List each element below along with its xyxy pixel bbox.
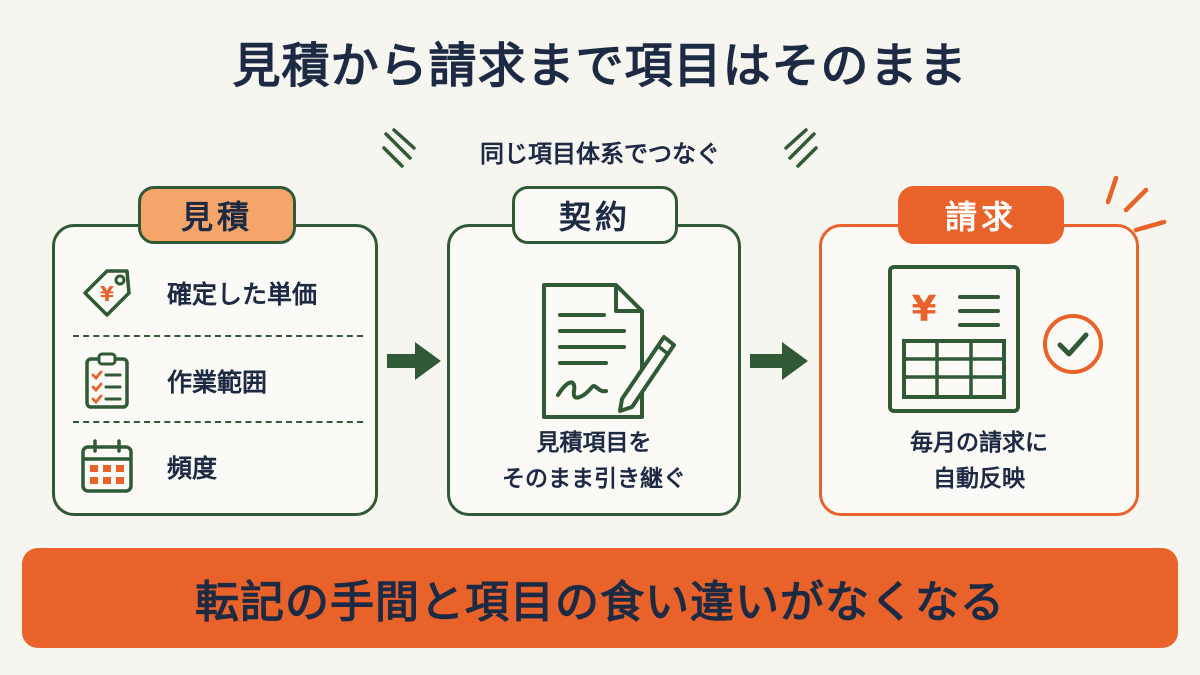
item-divider [73,421,363,423]
page-title: 見積から請求まで項目はそのまま [232,38,968,94]
estimate-item-scope: 作業範囲 [55,341,381,421]
invoice-card: ¥ 毎月の請求に 自動反映 [819,224,1139,516]
invoice-heading: 請求 [898,186,1064,244]
invoice-text-line1: 毎月の請求に [910,430,1048,456]
estimate-item-label: 作業範囲 [167,368,268,397]
emphasis-lines-right-icon [784,128,818,168]
contract-text-line1: 見積項目を [536,430,652,456]
contract-text-line2: そのまま引き継ぐ [502,466,686,492]
summary-banner: 転記の手間と項目の食い違いがなくなる [22,548,1178,648]
estimate-item-frequency: 頻度 [55,427,381,507]
arrow-right-icon [750,342,808,380]
signed-document-icon [542,283,676,419]
contract-card: 見積項目を そのまま引き継ぐ [447,224,741,516]
arrow-right-icon [387,342,441,380]
emphasis-lines-left-icon [382,128,416,168]
checklist-clipboard-icon [85,352,129,409]
invoice-yen-symbol: ¥ [911,289,936,330]
estimate-item-unit-price: ¥ 確定した単価 [55,253,381,333]
item-divider [73,335,363,337]
subtitle: 同じ項目体系でつなぐ [480,140,720,168]
yen-tag-icon: ¥ [83,269,131,317]
calendar-icon [81,439,133,493]
estimate-heading: 見積 [138,186,296,244]
contract-heading: 契約 [512,186,678,244]
invoice-sheet-icon: ¥ [888,265,1020,413]
estimate-item-label: 頻度 [167,454,218,483]
yen-tag-symbol: ¥ [100,282,114,306]
estimate-item-label: 確定した単価 [167,280,318,309]
emphasis-burst-icon [1105,175,1167,233]
invoice-text-line2: 自動反映 [933,466,1025,492]
estimate-card: ¥ 確定した単価 作業範囲 頻度 [52,224,378,516]
check-circle-icon [1043,314,1103,374]
